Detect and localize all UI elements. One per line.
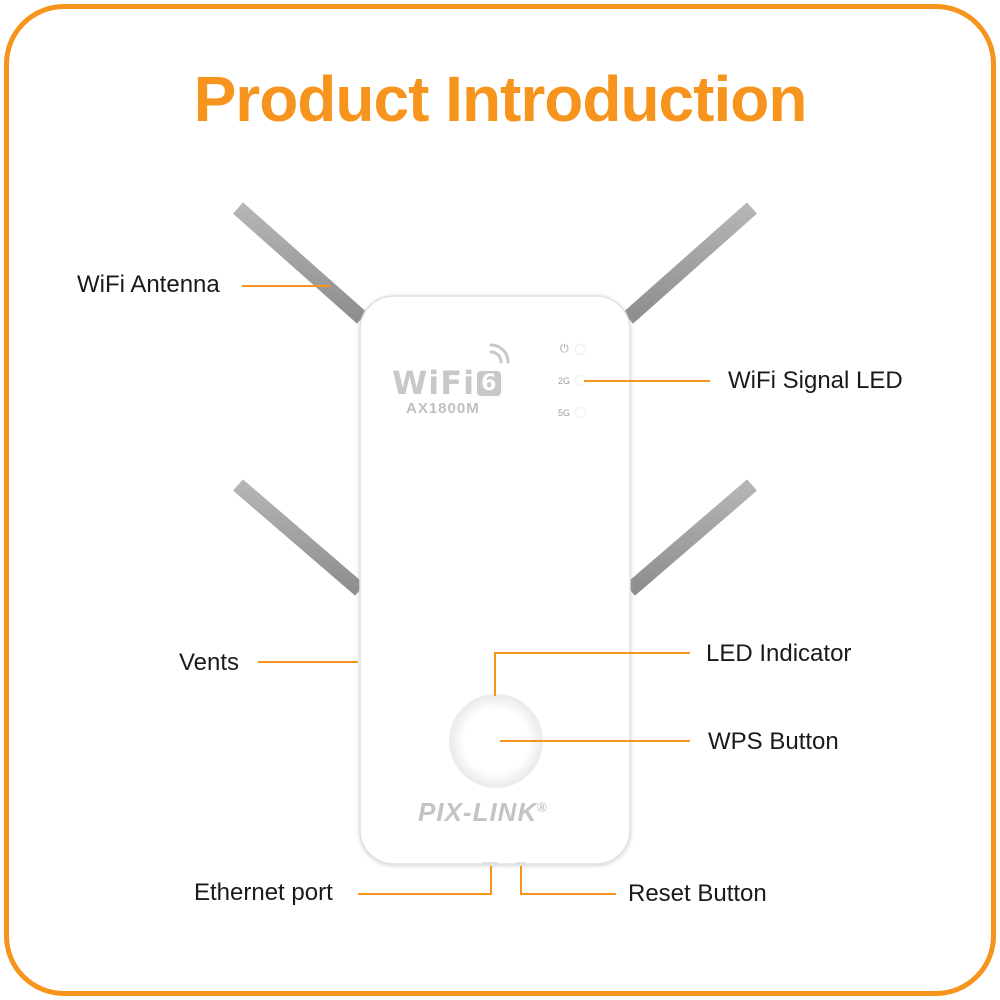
wifi-signal-icon (489, 343, 510, 364)
model-name: AX1800M (406, 400, 480, 417)
ethernet-port-slot (482, 862, 498, 865)
orange-border-frame (4, 4, 996, 996)
callout-line-ethernet-vertical (490, 866, 492, 894)
callout-line-reset-vertical (520, 866, 522, 894)
callout-line-wifi-signal-led (584, 380, 710, 382)
label-wifi-signal-led: WiFi Signal LED (728, 367, 903, 394)
antenna-top-left (233, 202, 367, 324)
led-2g (576, 376, 585, 385)
led-5g (576, 408, 585, 417)
callout-line-vents (258, 661, 358, 663)
led-label-2g: 2G (558, 376, 571, 386)
antenna-bottom-left (233, 479, 365, 596)
label-wps-button: WPS Button (708, 728, 839, 755)
wifi-generation-badge: 6 (477, 371, 502, 396)
label-wifi-antenna: WiFi Antenna (77, 271, 220, 298)
brand-logo: PIX-LINK® (418, 797, 548, 828)
callout-line-led-indicator-horizontal (494, 652, 690, 654)
label-reset-button: Reset Button (628, 880, 767, 907)
label-vents: Vents (179, 649, 240, 676)
callout-line-reset-horizontal (520, 893, 616, 895)
antenna-bottom-right (625, 479, 757, 596)
registered-mark: ® (537, 799, 548, 815)
reset-button-slot (516, 862, 526, 865)
label-led-indicator: LED Indicator (706, 640, 852, 667)
callout-line-wps-button (500, 740, 690, 742)
brand-text: PIX-LINK (418, 797, 538, 827)
power-led (576, 345, 585, 354)
callout-line-wifi-antenna (242, 285, 330, 287)
antenna-top-right (623, 202, 757, 324)
led-label-5g: 5G (558, 408, 571, 418)
power-led-icon: ⏻ (560, 343, 569, 355)
callout-line-led-indicator-vertical (494, 652, 496, 696)
page-title: Product Introduction (193, 63, 808, 135)
label-ethernet-port: Ethernet port (194, 879, 333, 906)
wifi-logo-text: WiFi (392, 364, 476, 402)
callout-line-ethernet-horizontal (358, 893, 492, 895)
